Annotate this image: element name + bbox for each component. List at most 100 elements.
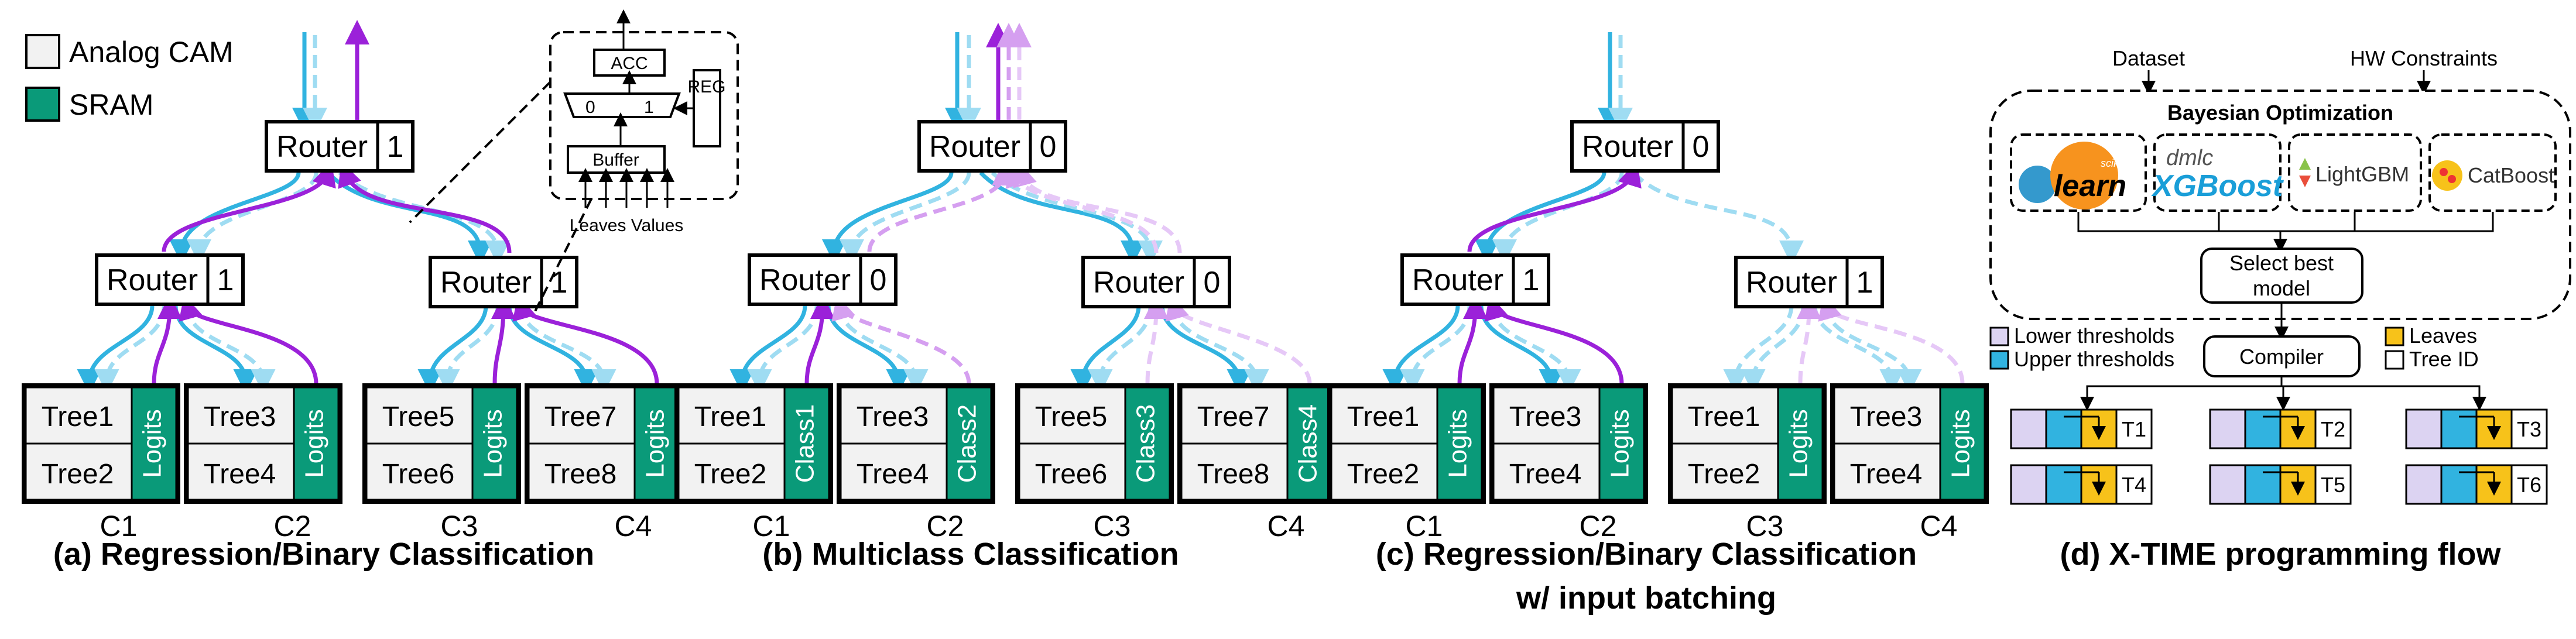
output-label: Class3 [1132,404,1160,483]
tree-label: Tree3 [204,401,276,432]
sram-block [131,386,177,501]
tree-id: T6 [2517,473,2541,497]
tree-label: Tree5 [1035,401,1108,432]
output-label: Logits [479,409,508,477]
core-name: C3 [1746,510,1784,542]
dataset-label: Dataset [2112,46,2185,70]
core-name: C2 [1580,510,1617,542]
tree-label: Tree2 [42,459,114,490]
sram-block [471,386,518,501]
left-router-label: Router [1412,263,1503,297]
top-router: Router 0 [917,120,1067,173]
tree-id: T3 [2517,417,2541,441]
svg-text:1: 1 [644,98,654,117]
sklearn-logo-text: learn [2054,169,2126,203]
cam-swatch [25,34,60,69]
core-name: C3 [441,510,478,542]
svg-text:ACC: ACC [611,54,648,73]
top-router-label: Router [929,130,1020,164]
tree-label: Tree6 [1035,459,1108,490]
tree-label: Tree2 [694,459,767,490]
top-router-value: 0 [1693,130,1710,164]
tree-label: Tree7 [1197,401,1270,432]
svg-text:model: model [2253,276,2310,300]
bayesian-title: Bayesian Optimization [2167,101,2393,125]
xgboost-box [2153,133,2282,212]
tree-label: Tree7 [544,401,617,432]
core-name: C2 [927,510,964,542]
core-name: C2 [274,510,311,542]
caption-c: (c) Regression/Binary Classification [1376,537,1917,572]
tree-id: T1 [2122,417,2146,441]
core-name: C4 [615,510,652,542]
top-router-label: Router [276,130,368,164]
tree-label: Tree1 [1347,401,1420,432]
caption-a: (a) Regression/Binary Classification [53,537,594,572]
tree-label: Tree4 [857,459,929,490]
output-label: Logits [300,409,329,477]
tree-label: Tree1 [694,401,767,432]
lightgbm-icon [2299,158,2311,170]
core-name: C4 [1268,510,1305,542]
top-router-value: 0 [1040,130,1057,164]
tree-label: Tree4 [1850,459,1923,490]
sram-block [1777,386,1824,501]
tree-id: T5 [2321,473,2345,497]
sklearn-sub: scikit [2101,157,2125,169]
core-name: C1 [1406,510,1443,542]
sram-block [946,386,992,501]
output-label: Logits [1444,409,1472,477]
sram-legend-label: SRAM [69,88,153,121]
tree-label: Tree2 [1688,459,1760,490]
acc-box [593,49,666,77]
tree-block-t6: T6 [2405,464,2548,505]
catboost-box [2428,133,2557,212]
right-router-label: Router [440,266,532,300]
sram-swatch [25,87,60,122]
reg-label: REG [687,77,725,97]
detail-inputs: Leaves Values [570,216,684,235]
tree-label: Tree3 [1850,401,1923,432]
left-router-label: Router [107,263,198,297]
treeid-label: Tree ID [2409,347,2479,371]
lightgbm-box [2288,133,2422,212]
sram-block [1598,386,1645,501]
output-label: Class2 [953,404,982,483]
leaves-swatch [2385,327,2404,346]
tree-block-t3: T3 [2405,408,2548,449]
output-label: Logits [641,409,670,477]
tree-block-t5: T5 [2209,464,2352,505]
right-router-value: 0 [1204,266,1221,300]
caption-d: (d) X-TIME programming flow [2060,537,2502,572]
tree-label: Tree2 [1347,459,1420,490]
leaves-label: Leaves [2409,324,2477,348]
tree-label: Tree6 [382,459,455,490]
tree-block-t4: T4 [2010,464,2153,505]
sram-block [1436,386,1483,501]
tree-block-t2: T2 [2209,408,2352,449]
svg-text:Buffer: Buffer [592,150,639,170]
mux [563,92,681,118]
output-label: Logits [1784,409,1813,477]
core-name: C4 [1920,510,1958,542]
right-router-label: Router [1093,266,1184,300]
zoom-line-bottom [532,198,592,317]
output-label: Class4 [1294,404,1323,483]
sram-block [783,386,830,501]
lower-thr-label: Lower thresholds [2014,324,2174,348]
